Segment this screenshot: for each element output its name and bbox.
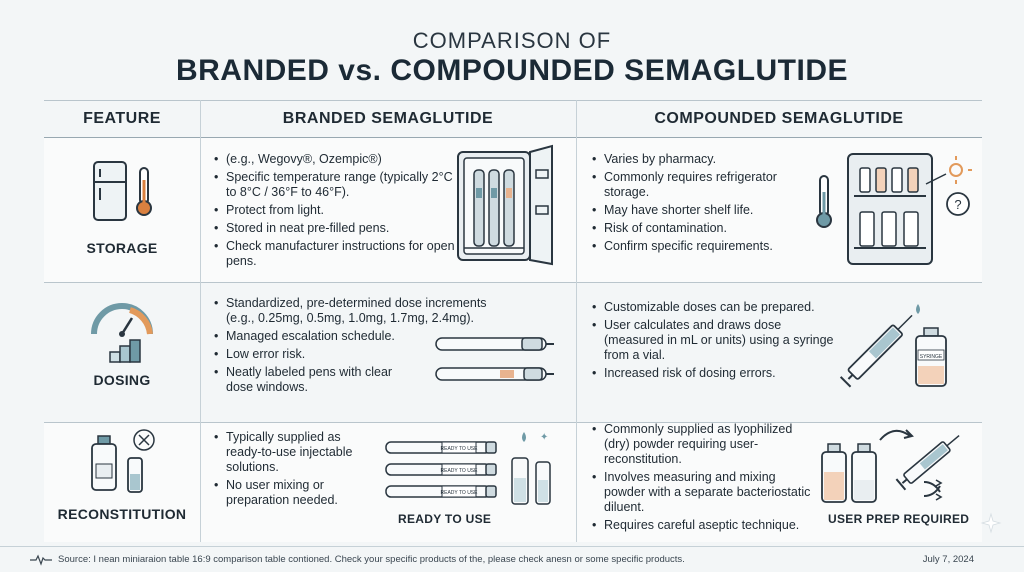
branded-storage-list: (e.g., Wegovy®, Ozempic®) Specific tempe… xyxy=(214,152,458,272)
compounded-reconstitution-list: Commonly supplied as lyophilized (dry) p… xyxy=(592,422,818,536)
footer-date: July 7, 2024 xyxy=(922,554,974,565)
list-item: Managed escalation schedule. xyxy=(214,329,410,344)
list-item: (e.g., Wegovy®, Ozempic®) xyxy=(214,152,458,167)
fridge-vials-thermometer-icon: ? xyxy=(816,153,972,265)
header-compounded: COMPOUNDED SEMAGLUTIDE xyxy=(654,110,904,127)
pulse-icon xyxy=(30,554,52,566)
list-item: Neatly labeled pens with clear dose wind… xyxy=(214,365,410,395)
sparkle-icon xyxy=(980,512,1002,534)
pen-label: READY TO USE xyxy=(441,446,479,452)
pen-label: READY TO USE xyxy=(441,490,479,496)
table-top-border xyxy=(44,100,982,101)
footer: Source: I nean miniaraion table 16:9 com… xyxy=(0,546,1024,572)
list-item: May have shorter shelf life. xyxy=(592,203,806,218)
fridge-thermometer-icon xyxy=(93,161,152,221)
list-item: Customizable doses can be prepared. xyxy=(592,300,838,315)
list-item: Commonly supplied as lyophilized (dry) p… xyxy=(592,422,818,467)
branded-dosing-list: Standardized, pre-determined dose increm… xyxy=(214,296,514,398)
svg-text:✦: ✦ xyxy=(540,432,548,443)
compounded-storage-list: Varies by pharmacy. Commonly requires re… xyxy=(592,152,806,257)
footer-source: Source: I nean miniaraion table 16:9 com… xyxy=(58,554,685,565)
row-divider-2 xyxy=(44,422,982,423)
compounded-caption: USER PREP REQUIRED xyxy=(828,512,970,526)
row-divider-1 xyxy=(44,282,982,283)
list-item: Risk of contamination. xyxy=(592,221,806,236)
list-item: No user mixing or preparation needed. xyxy=(214,478,374,508)
vials-syringe-mixing-icon xyxy=(821,429,960,503)
list-item: Confirm specific requirements. xyxy=(592,239,806,254)
list-item: Protect from light. xyxy=(214,203,458,218)
title-line1: COMPARISON OF xyxy=(412,28,612,53)
page-title: BRANDED vs. COMPOUNDED SEMAGLUTIDE xyxy=(175,54,849,87)
ready-pens-vials-icon: READY TO USE READY TO USE READY TO USE ✦ xyxy=(385,432,551,505)
col-divider-1 xyxy=(200,100,201,542)
header-divider xyxy=(44,137,982,138)
pen-label: READY TO USE xyxy=(441,468,479,474)
header-branded: BRANDED SEMAGLUTIDE xyxy=(282,110,494,127)
list-item: Check manufacturer instructions for open… xyxy=(214,239,458,269)
list-item: Involves measuring and mixing powder wit… xyxy=(592,470,818,515)
list-item: Requires careful aseptic technique. xyxy=(592,518,818,533)
vials-mixing-icon xyxy=(91,429,155,493)
list-item: Stored in neat pre-filled pens. xyxy=(214,221,458,236)
header-feature: FEATURE xyxy=(83,110,161,127)
list-item: Varies by pharmacy. xyxy=(592,152,806,167)
gauge-dose-steps-icon xyxy=(91,303,153,363)
list-item: Increased risk of dosing errors. xyxy=(592,366,838,381)
row-label-storage: STORAGE xyxy=(86,240,158,256)
compounded-dosing-list: Customizable doses can be prepared. User… xyxy=(592,300,838,384)
fridge-with-pens-icon xyxy=(457,144,553,266)
list-item: Low error risk. xyxy=(214,347,514,362)
syringe-vial-label: SYRINGE xyxy=(920,354,943,360)
list-item: Commonly requires refrigerator storage. xyxy=(592,170,806,200)
branded-caption: READY TO USE xyxy=(398,512,492,526)
row-label-reconstitution: RECONSTITUTION xyxy=(57,506,187,522)
list-item: Standardized, pre-determined dose increm… xyxy=(214,296,514,326)
list-item: User calculates and draws dose (measured… xyxy=(592,318,838,363)
syringe-vial-icon: SYRINGE xyxy=(839,304,947,388)
list-item: Specific temperature range (typically 2°… xyxy=(214,170,458,200)
branded-reconstitution-list: Typically supplied as ready-to-use injec… xyxy=(214,430,374,511)
comparison-table: FEATURE BRANDED SEMAGLUTIDE COMPOUNDED S… xyxy=(44,100,982,542)
list-item: Typically supplied as ready-to-use injec… xyxy=(214,430,374,475)
col-divider-2 xyxy=(576,100,577,542)
row-label-dosing: DOSING xyxy=(93,372,151,388)
svg-text:?: ? xyxy=(954,197,961,212)
labeled-pens-icon xyxy=(435,337,554,381)
